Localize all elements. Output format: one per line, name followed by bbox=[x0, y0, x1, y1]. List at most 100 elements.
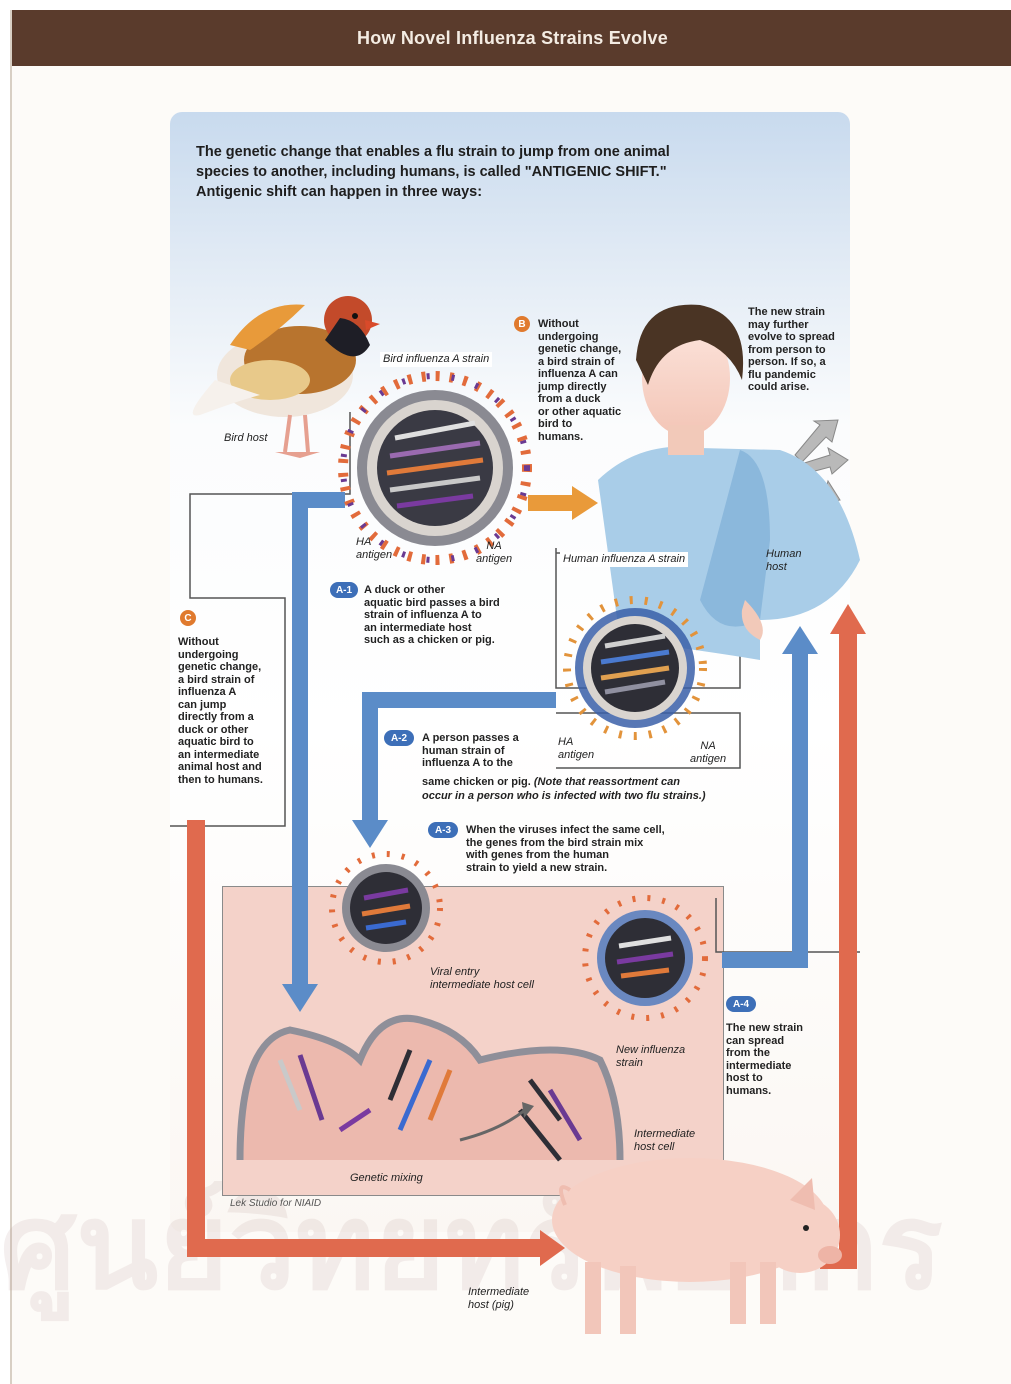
red-arrowhead-up bbox=[830, 604, 866, 634]
ha-label: HA bbox=[558, 736, 594, 749]
step-line: jump directly bbox=[538, 381, 621, 394]
step-line: A duck or other bbox=[364, 584, 500, 597]
ha-antigen-label: HA antigen bbox=[356, 536, 392, 561]
step-a2-note-2: occur in a person who is infected with t… bbox=[422, 790, 706, 803]
step-a2-text: A person passes a human strain of influe… bbox=[422, 732, 519, 770]
label-line: New influenza bbox=[616, 1044, 685, 1057]
orange-arrowhead-b bbox=[572, 486, 598, 520]
step-line: bird to bbox=[538, 418, 621, 431]
antigen-label: antigen bbox=[476, 553, 512, 566]
step-a4-badge: A-4 bbox=[726, 996, 756, 1012]
step-line: or other aquatic bbox=[538, 406, 621, 419]
ha-label: HA bbox=[356, 536, 392, 549]
step-line: an intermediate host bbox=[364, 622, 500, 635]
pandemic-text: The new strain may further evolve to spr… bbox=[748, 306, 835, 394]
step-line: an intermediate bbox=[178, 749, 263, 762]
step-line: humans. bbox=[726, 1085, 803, 1098]
step-line: a bird strain of bbox=[178, 674, 263, 687]
label-line: host (pig) bbox=[468, 1299, 529, 1312]
blue-arrow-a4 bbox=[722, 650, 800, 960]
step-line: duck or other bbox=[178, 724, 263, 737]
label-line: Intermediate bbox=[634, 1128, 695, 1141]
step-line: intermediate bbox=[726, 1060, 803, 1073]
step-line: Without bbox=[178, 636, 263, 649]
blue-arrow-a1 bbox=[300, 500, 345, 990]
step-line: from a duck bbox=[538, 393, 621, 406]
step-a3-text: When the viruses infect the same cell, t… bbox=[466, 824, 665, 874]
blue-arrowhead-a1 bbox=[282, 984, 318, 1012]
step-line: from person to bbox=[748, 344, 835, 357]
step-line: A person passes a bbox=[422, 732, 519, 745]
step-a1-badge: A-1 bbox=[330, 582, 358, 598]
step-c-text: Without undergoing genetic change, a bir… bbox=[178, 636, 263, 786]
step-line: human strain of bbox=[422, 745, 519, 758]
step-line: The new strain bbox=[726, 1022, 803, 1035]
host-label: host bbox=[766, 561, 801, 574]
red-arrow-up bbox=[820, 630, 848, 1260]
na-antigen-label: NA antigen bbox=[476, 540, 512, 565]
step-line: genetic change, bbox=[538, 343, 621, 356]
step-line: flu pandemic bbox=[748, 369, 835, 382]
step-line: undergoing bbox=[178, 649, 263, 662]
intermediate-cell-label: Intermediate host cell bbox=[634, 1128, 695, 1153]
antigen-label: antigen bbox=[356, 549, 392, 562]
label-line: Intermediate bbox=[468, 1286, 529, 1299]
step-line: then to humans. bbox=[178, 774, 263, 787]
genetic-mixing-label: Genetic mixing bbox=[350, 1172, 423, 1185]
antigen-label: antigen bbox=[690, 753, 726, 766]
step-line: aquatic bird to bbox=[178, 736, 263, 749]
step-line: genetic change, bbox=[178, 661, 263, 674]
cell-icon bbox=[240, 1018, 620, 1160]
step-a2-line-4: same chicken or pig. (Note that reassort… bbox=[422, 776, 680, 789]
step-b-text: Without undergoing genetic change, a bir… bbox=[538, 318, 621, 443]
step-line: can spread bbox=[726, 1035, 803, 1048]
step-note: (Note that reassortment can bbox=[534, 776, 680, 788]
step-line: influenza A bbox=[178, 686, 263, 699]
step-line: When the viruses infect the same cell, bbox=[466, 824, 665, 837]
step-c-badge: C bbox=[180, 610, 196, 626]
blue-arrowhead-a4 bbox=[782, 626, 818, 654]
na-antigen-label-2: NA antigen bbox=[690, 740, 726, 765]
step-line: a bird strain of bbox=[538, 356, 621, 369]
human-label: Human bbox=[766, 548, 801, 561]
step-line: person. If so, a bbox=[748, 356, 835, 369]
step-line: undergoing bbox=[538, 331, 621, 344]
step-line: such as a chicken or pig. bbox=[364, 634, 500, 647]
bird-host-label: Bird host bbox=[224, 432, 267, 445]
step-b-badge: B bbox=[514, 316, 530, 332]
antigen-label: antigen bbox=[558, 749, 594, 762]
na-label: NA bbox=[690, 740, 726, 753]
pig-icon bbox=[552, 1158, 842, 1334]
step-line: from the bbox=[726, 1047, 803, 1060]
step-line: could arise. bbox=[748, 381, 835, 394]
step-line: same chicken or pig. bbox=[422, 776, 531, 788]
virus-icon-bird bbox=[343, 376, 527, 560]
step-line: humans. bbox=[538, 431, 621, 444]
virus-icon-entry bbox=[332, 854, 440, 962]
human-strain-label: Human influenza A strain bbox=[560, 552, 688, 567]
blue-arrowhead-a2 bbox=[352, 820, 388, 848]
step-line: influenza A to the bbox=[422, 757, 519, 770]
step-a2-badge: A-2 bbox=[384, 730, 414, 746]
ha-antigen-label-2: HA antigen bbox=[558, 736, 594, 761]
label-line: host cell bbox=[634, 1141, 695, 1154]
step-line: host to bbox=[726, 1072, 803, 1085]
label-line: strain bbox=[616, 1057, 685, 1070]
step-a1-text: A duck or other aquatic bird passes a bi… bbox=[364, 584, 500, 647]
step-line: influenza A can bbox=[538, 368, 621, 381]
virus-icon-new bbox=[585, 898, 705, 1018]
step-line: can jump bbox=[178, 699, 263, 712]
label-line: intermediate host cell bbox=[430, 979, 534, 992]
credit-label: Lek Studio for NIAID bbox=[230, 1198, 321, 1211]
step-line: evolve to spread bbox=[748, 331, 835, 344]
step-line: directly from a bbox=[178, 711, 263, 724]
step-line: strain to yield a new strain. bbox=[466, 862, 665, 875]
step-a4-text: The new strain can spread from the inter… bbox=[726, 1022, 803, 1097]
viral-entry-label: Viral entry intermediate host cell bbox=[430, 966, 534, 991]
na-label: NA bbox=[476, 540, 512, 553]
step-line: the genes from the bird strain mix bbox=[466, 837, 665, 850]
intermediate-host-label: Intermediate host (pig) bbox=[468, 1286, 529, 1311]
label-line: Viral entry bbox=[430, 966, 534, 979]
step-line: aquatic bird passes a bird bbox=[364, 597, 500, 610]
